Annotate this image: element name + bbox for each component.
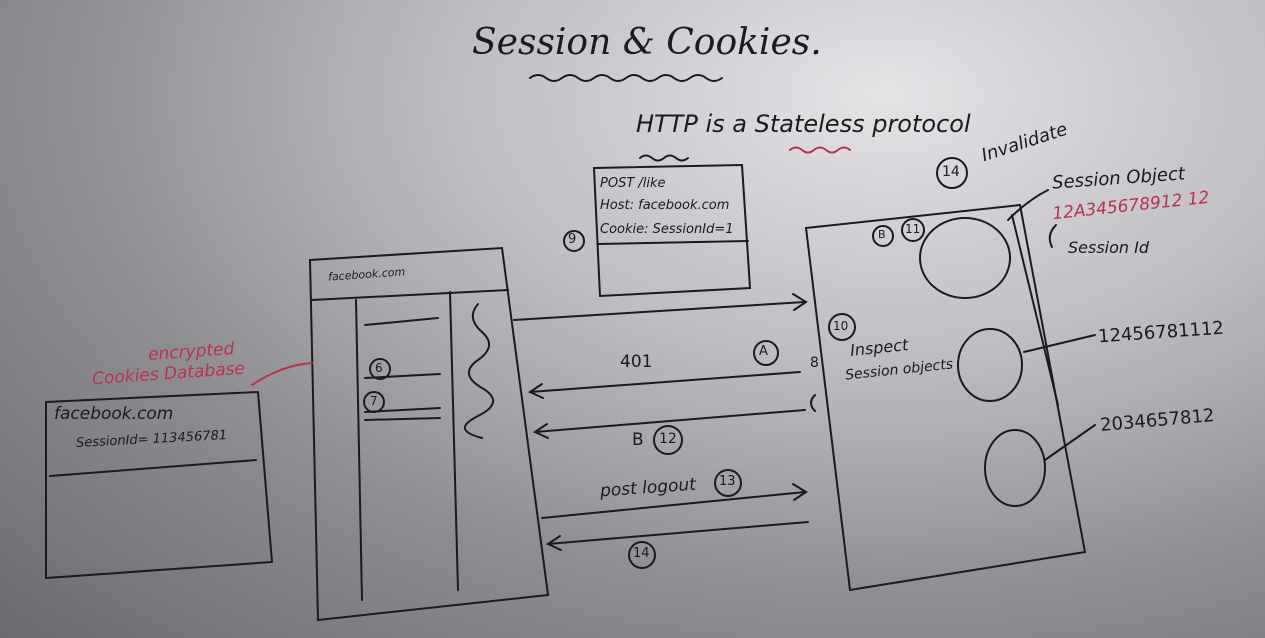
label-b: B — [632, 430, 644, 450]
browser-titlebar-line — [311, 289, 509, 301]
server-marker-10: 10 — [833, 319, 849, 333]
marker-14-bottom-circle — [628, 541, 656, 569]
server-box — [804, 203, 1087, 592]
pointer-id-2 — [1023, 334, 1096, 353]
title-underline — [529, 74, 723, 82]
marker-14-bottom: 14 — [633, 546, 650, 561]
subtitle: HTTP is a Stateless protocol — [636, 110, 971, 138]
session-object-circle-3 — [984, 429, 1046, 507]
marker-a: A — [759, 344, 768, 359]
server-marker-11: 11 — [905, 222, 921, 236]
cookies-db-divider — [49, 459, 257, 477]
marker-12-circle — [653, 425, 683, 455]
cookies-db-pointer — [251, 362, 313, 386]
page-title: Session & Cookies. — [472, 22, 822, 63]
http-underline — [639, 154, 689, 162]
marker-6-circle — [369, 358, 391, 380]
arrow-response-b — [534, 409, 806, 433]
server-inner-edge — [1011, 214, 1059, 406]
marker-13-circle — [714, 469, 742, 497]
cookies-db-domain: facebook.com — [54, 404, 174, 424]
browser-window — [308, 246, 550, 622]
browser-column-line-1 — [355, 299, 363, 601]
browser-marker-6: 6 — [375, 361, 383, 375]
marker-11-circle — [901, 218, 925, 242]
marker-12: 12 — [659, 431, 677, 447]
browser-scroll-squiggle — [464, 303, 494, 439]
server-marker-14: 14 — [942, 164, 960, 180]
request-line-cookie: Cookie: SessionId=1 — [600, 222, 734, 237]
label-401: 401 — [620, 352, 653, 372]
session-object-circle-2 — [957, 328, 1023, 402]
request-box-divider — [597, 240, 749, 245]
session-id-label: Session Id — [1068, 238, 1150, 257]
arrow-request-1 — [513, 301, 806, 321]
browser-column-line-2 — [449, 291, 459, 591]
request-line-host: Host: facebook.com — [600, 198, 730, 213]
stateless-underline — [789, 146, 851, 154]
marker-a-circle — [753, 340, 779, 366]
arrow-response-14 — [547, 521, 809, 545]
pointer-id-3 — [1044, 424, 1096, 461]
server-edge-8: 8 — [810, 355, 819, 371]
arrow-response-401 — [529, 371, 801, 393]
arrow-post-logout — [541, 491, 806, 519]
session-object-circle-1 — [919, 217, 1011, 299]
request-marker: 9 — [568, 232, 577, 247]
marker-b-circle — [872, 225, 894, 247]
session-object-pointer — [1007, 189, 1049, 221]
server-marker-b: B — [878, 228, 886, 241]
marker-7-circle — [363, 391, 385, 413]
marker-9-circle — [563, 230, 585, 252]
marker-10-circle — [828, 313, 856, 341]
request-box — [592, 163, 752, 298]
marker-13: 13 — [719, 474, 736, 489]
cookies-db-box — [45, 390, 274, 580]
marker-14-circle — [936, 157, 968, 189]
session-id-brace — [1048, 224, 1057, 248]
request-line-method: POST /like — [600, 176, 666, 191]
browser-marker-7: 7 — [370, 394, 378, 408]
